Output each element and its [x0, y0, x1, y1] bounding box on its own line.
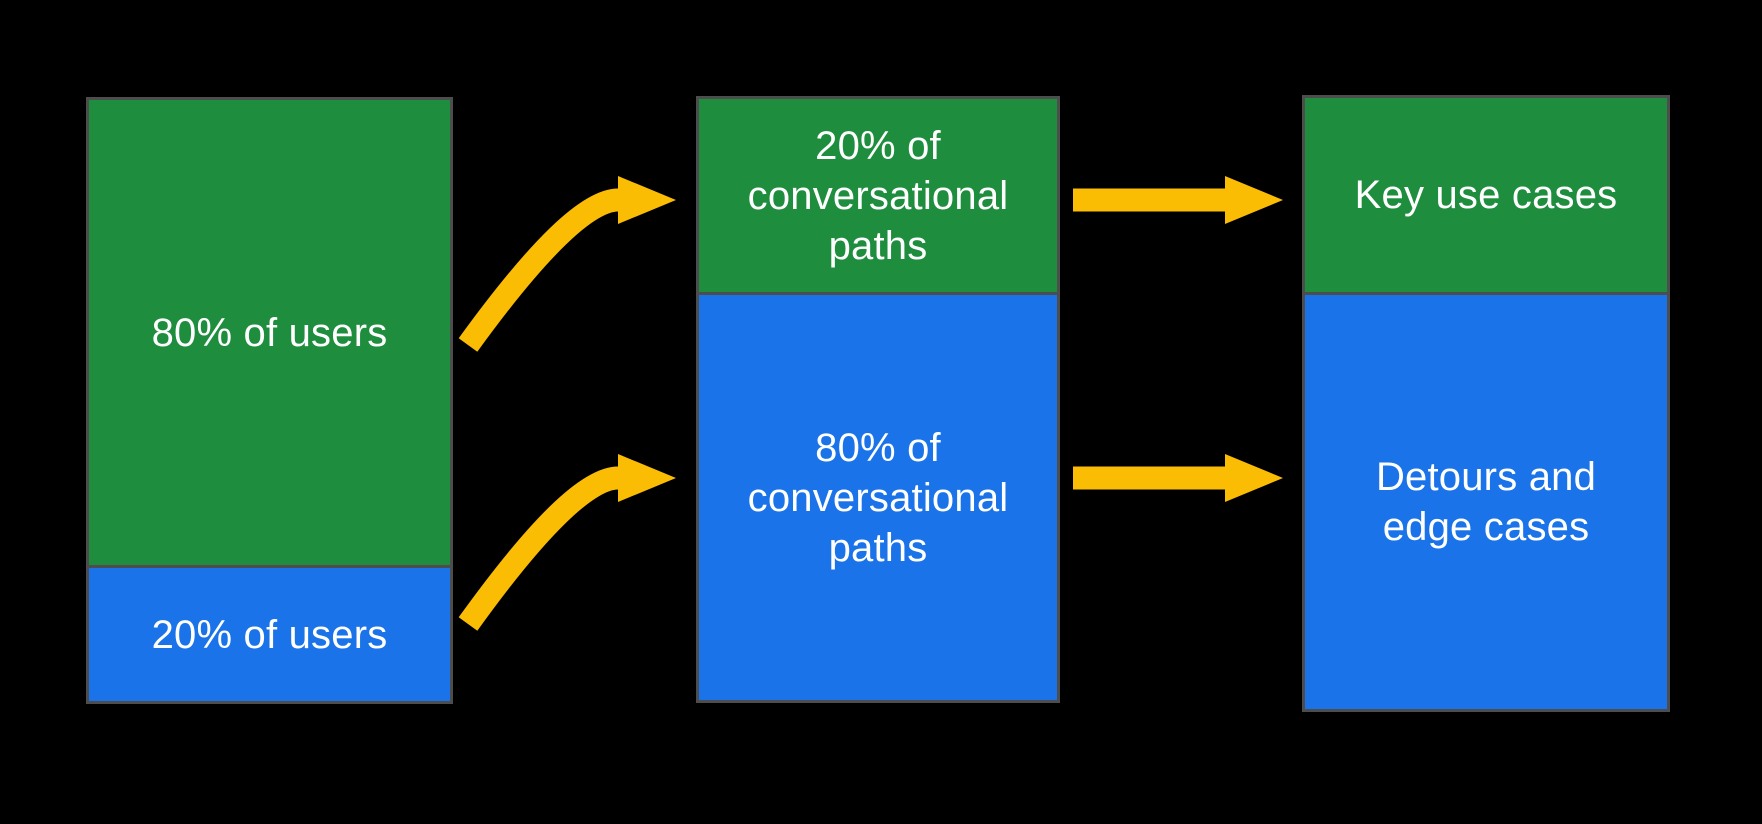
straight-arrow-bottom-icon [1073, 454, 1283, 502]
outcomes-bar: Key use cases Detours and edge cases [1302, 95, 1670, 712]
detours-edge-cases-label: Detours and edge cases [1375, 455, 1597, 549]
users-bar: 80% of users 20% of users [86, 97, 453, 704]
paths-longtail-label: 80% of conversational paths [747, 425, 1009, 570]
key-use-cases-segment: Key use cases [1305, 98, 1667, 292]
paths-longtail-segment: 80% of conversational paths [699, 292, 1057, 700]
users-majority-label: 80% of users [151, 310, 388, 355]
curved-arrow-top-icon [458, 176, 676, 352]
paths-key-segment: 20% of conversational paths [699, 99, 1057, 292]
conversational-paths-bar: 20% of conversational paths 80% of conve… [696, 96, 1060, 703]
curved-arrow-bottom-icon [458, 454, 676, 631]
straight-arrow-top-icon [1073, 176, 1283, 224]
detours-edge-cases-segment: Detours and edge cases [1305, 292, 1667, 709]
key-use-cases-label: Key use cases [1354, 173, 1618, 217]
users-minority-segment: 20% of users [89, 565, 450, 701]
users-minority-label: 20% of users [151, 612, 388, 657]
paths-key-label: 20% of conversational paths [747, 123, 1009, 268]
users-majority-segment: 80% of users [89, 100, 450, 565]
